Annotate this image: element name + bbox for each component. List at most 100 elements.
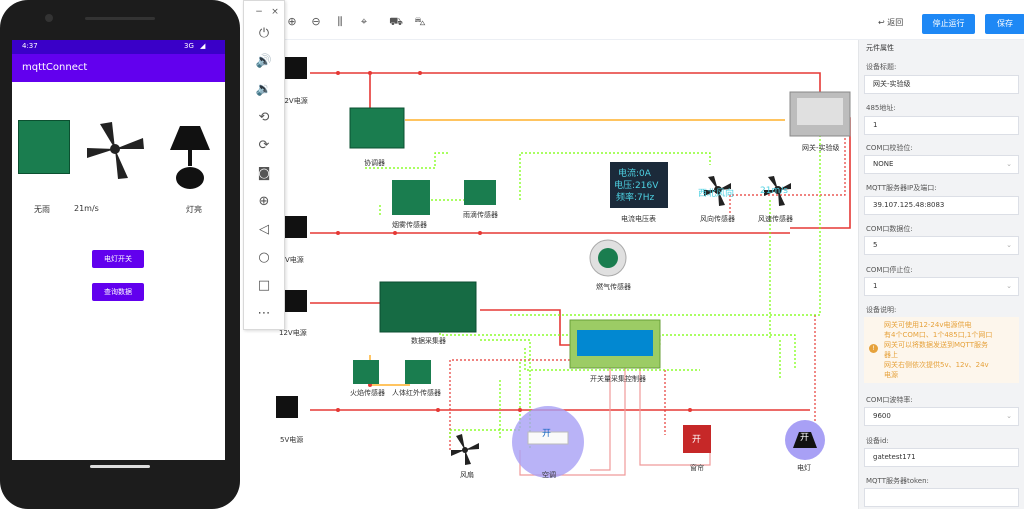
screenshot-icon[interactable]: ◙ — [257, 166, 271, 181]
note-line: 网关右侧依次提供5v、12v、24v — [884, 361, 989, 369]
databits-select[interactable]: 5 ⌄ — [864, 236, 1019, 255]
back-link[interactable]: ↩ 返回 — [878, 17, 903, 28]
field-label-stopbits: COM口停止位: — [866, 266, 913, 274]
zoom-icon[interactable]: ⊕ — [258, 194, 270, 209]
mqtt-token-input[interactable] — [864, 488, 1019, 507]
rain-sensor-icon[interactable] — [464, 180, 496, 205]
pir-label: 人体红外传感器 — [392, 389, 441, 397]
current-meter-icon[interactable] — [610, 162, 668, 208]
wind-speed-readout: 21m/s — [760, 186, 788, 196]
center-icon[interactable]: ⌖ — [360, 15, 368, 28]
overview-icon[interactable]: □ — [257, 278, 271, 293]
status-bar: 4:37 3G ◢ — [12, 40, 225, 54]
lamp-label: 电灯 — [797, 464, 811, 472]
field-label-databits: COM口数据位: — [866, 225, 913, 233]
fan-icon[interactable] — [451, 434, 479, 465]
device-edit-icon[interactable]: ⛍ — [414, 15, 426, 28]
psu3-label: 12V电源 — [279, 329, 307, 337]
smoke-sensor-icon[interactable] — [392, 180, 430, 215]
volume-up-icon[interactable]: 🔊 — [255, 54, 273, 69]
signal-icon: ◢ — [200, 42, 206, 50]
window-curtain-icon[interactable] — [683, 425, 711, 453]
minimize-icon[interactable]: − — [255, 7, 263, 17]
app-bar: mqttConnect — [12, 54, 225, 82]
panel-title: 元件属性 — [866, 44, 894, 52]
note-label: 设备说明: — [866, 306, 897, 314]
wind-speed-sensor-icon[interactable] — [764, 176, 791, 206]
save-button[interactable]: 保存 — [985, 14, 1024, 34]
stopbits-value: 1 — [873, 282, 878, 290]
power-icon[interactable]: ⏻ — [258, 26, 270, 41]
zoom-out-icon[interactable]: ⊖ — [311, 15, 321, 28]
close-icon[interactable]: × — [271, 7, 279, 17]
camera-icon — [45, 14, 53, 22]
gesture-bar[interactable] — [90, 465, 150, 468]
field-label-device-id: 设备id: — [866, 437, 889, 445]
meter-label: 电流电压表 — [621, 215, 656, 223]
volume-down-icon[interactable]: 🔉 — [255, 82, 273, 97]
wind-dir-label: 风向传感器 — [700, 215, 735, 223]
home-icon[interactable]: ○ — [258, 250, 270, 265]
back-arrow-icon: ↩ — [878, 18, 888, 27]
device-title-input[interactable]: 网关-实验级 — [864, 75, 1019, 94]
rain-sensor-image — [18, 120, 70, 174]
lamp-icon[interactable] — [793, 432, 817, 448]
more-icon[interactable]: ⋯ — [257, 306, 271, 321]
query-data-button[interactable]: 查询数据 — [92, 283, 144, 301]
mqtt-address-input[interactable]: 39.107.125.48:8083 — [864, 196, 1019, 215]
psu4-label: 5V电源 — [280, 436, 304, 444]
rotate-left-icon[interactable]: ⟲ — [258, 110, 270, 125]
device-add-icon[interactable]: ⛟ — [389, 15, 403, 28]
wind-speed-label: 风速传感器 — [758, 215, 793, 223]
rain-status-label: 无雨 — [34, 205, 50, 214]
air-conditioner-icon[interactable] — [527, 431, 569, 445]
fire-sensor-icon[interactable] — [353, 360, 379, 384]
rotate-right-icon[interactable]: ⟳ — [258, 138, 270, 153]
device-note: ! 网关可使用12-24v电源供电 有4个COM口、1个485口,1个网口 网关… — [864, 317, 1019, 383]
coordinator-board-icon[interactable] — [349, 107, 405, 149]
light-toggle-button[interactable]: 电灯开关 — [92, 250, 144, 268]
parity-select[interactable]: NONE ⌄ — [864, 155, 1019, 174]
field-label-token: MQTT服务器token: — [866, 477, 929, 485]
field-label-address: 485地址: — [866, 104, 896, 112]
stop-run-button[interactable]: 停止运行 — [922, 14, 975, 34]
zoom-in-icon[interactable]: ⊕ — [287, 15, 297, 28]
power-supply-2-icon[interactable] — [285, 216, 307, 238]
baud-value: 9600 — [873, 412, 891, 420]
psu1-label: 12V电源 — [280, 97, 308, 105]
power-supply-4-icon[interactable] — [276, 396, 298, 418]
switch-controller-panel-icon — [577, 330, 653, 356]
address-485-input[interactable]: 1 — [864, 116, 1019, 135]
power-supply-1-icon[interactable] — [285, 57, 307, 79]
back-icon[interactable]: ◁ — [259, 222, 269, 237]
circuit-canvas[interactable]: 12V电源 V电源 12V电源 5V电源 协调器 网关-实验级 烟雾传感器 雨滴… — [270, 40, 858, 509]
warning-icon: ! — [869, 344, 878, 353]
ac-state-readout: 开 — [542, 429, 552, 439]
baud-select[interactable]: 9600 ⌄ — [864, 407, 1019, 426]
fan-image — [87, 122, 144, 179]
databits-value: 5 — [873, 241, 878, 249]
meter-voltage-readout: 电压:216V — [614, 181, 659, 191]
collector-label: 数据采集器 — [411, 337, 446, 345]
wind-direction-readout: 西北风向 — [698, 189, 735, 199]
meter-frequency-readout: 频率:7Hz — [616, 193, 655, 203]
status-time: 4:37 — [22, 42, 38, 50]
properties-panel: 元件属性 设备标题: 网关-实验级 485地址: 1 COM口校验位: NONE… — [858, 40, 1024, 509]
chevron-down-icon: ⌄ — [1006, 160, 1012, 168]
note-line: 器上 — [884, 351, 898, 359]
pir-sensor-icon[interactable] — [405, 360, 431, 384]
psu2-label: V电源 — [285, 256, 304, 264]
wind-direction-sensor-icon[interactable] — [704, 176, 731, 206]
wind-speed-status-label: 21m/s — [74, 204, 99, 213]
meter-current-readout: 电流:0A — [618, 169, 651, 179]
power-supply-3-icon[interactable] — [285, 290, 307, 312]
device-id-input[interactable]: gatetest171 — [864, 448, 1019, 467]
lamp-image — [170, 126, 210, 189]
stopbits-select[interactable]: 1 ⌄ — [864, 277, 1019, 296]
window-state-readout: 开 — [692, 435, 702, 445]
fit-width-icon[interactable]: ⫼ — [337, 15, 343, 28]
data-collector-board-icon[interactable] — [379, 281, 477, 333]
chevron-down-icon: ⌄ — [1006, 282, 1012, 290]
note-line: 网关可以将数据发送到MQTT服务 — [884, 341, 988, 349]
